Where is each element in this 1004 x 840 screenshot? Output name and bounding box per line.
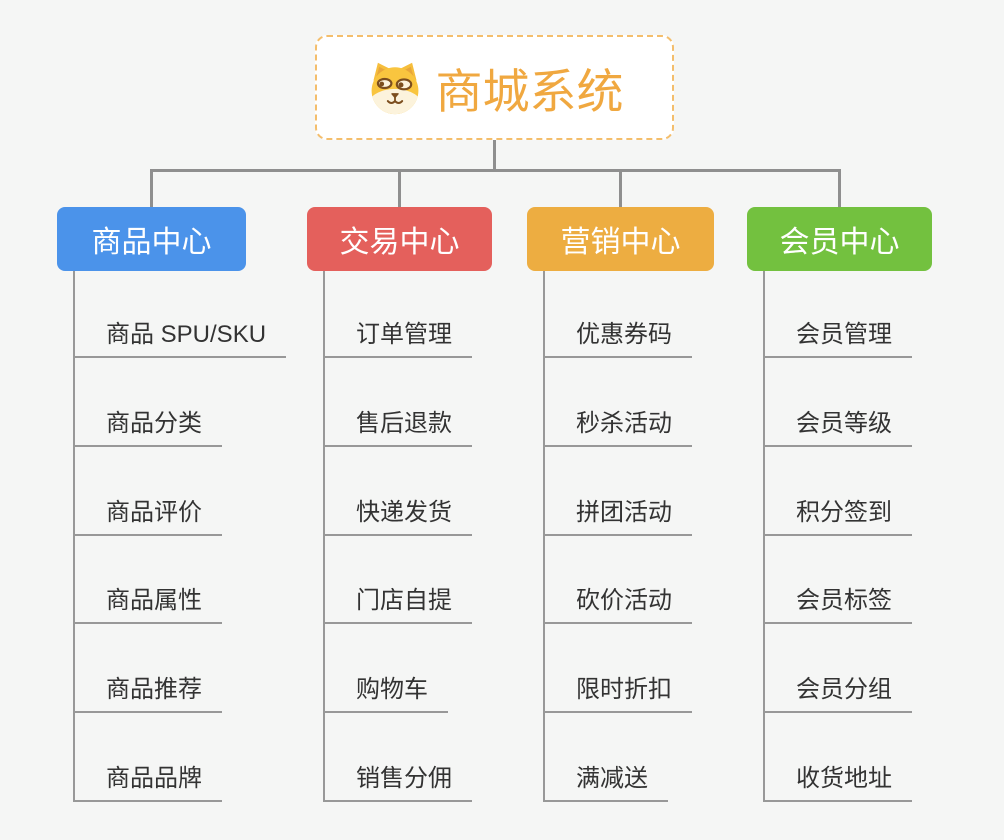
branch-node-trade-center[interactable]: 交易中心 [307,207,492,271]
leaf-node[interactable]: 会员管理 [763,320,912,358]
connector-vertical-member-center [763,271,765,802]
leaf-node[interactable]: 满减送 [543,764,668,802]
leaf-node[interactable]: 秒杀活动 [543,409,692,447]
connector-stub-marketing-center [619,169,622,207]
leaf-node[interactable]: 商品评价 [73,498,222,536]
leaf-node[interactable]: 拼团活动 [543,498,692,536]
branch-node-member-center[interactable]: 会员中心 [747,207,932,271]
leaf-node[interactable]: 商品 SPU/SKU [73,320,287,358]
leaf-node[interactable]: 限时折扣 [543,675,692,713]
leaf-node[interactable]: 商品分类 [73,409,222,447]
root-node-mall-system[interactable]: 商城系统 [315,35,674,140]
shiba-dog-icon [366,61,424,115]
leaf-node[interactable]: 会员标签 [763,586,912,624]
leaf-node[interactable]: 快递发货 [323,498,472,536]
connector-stub-trade-center [398,169,401,207]
leaf-node[interactable]: 商品品牌 [73,764,222,802]
leaf-node[interactable]: 会员等级 [763,409,912,447]
connector-vertical-product-center [73,271,75,802]
leaf-node[interactable]: 积分签到 [763,498,912,536]
leaf-node[interactable]: 会员分组 [763,675,912,713]
connector-vertical-marketing-center [543,271,545,802]
root-node-title: 商城系统 [435,65,624,118]
leaf-node[interactable]: 商品属性 [73,586,222,624]
leaf-node[interactable]: 收货地址 [763,764,912,802]
leaf-node[interactable]: 订单管理 [323,320,472,358]
connector-horizontal [150,169,841,172]
connector-stub-member-center [838,169,841,207]
branch-node-marketing-center[interactable]: 营销中心 [527,207,714,271]
leaf-node[interactable]: 销售分佣 [323,764,472,802]
leaf-node[interactable]: 门店自提 [323,586,472,624]
leaf-node[interactable]: 售后退款 [323,409,472,447]
leaf-node[interactable]: 商品推荐 [73,675,222,713]
leaf-node[interactable]: 优惠券码 [543,320,692,358]
connector-stub-product-center [150,169,153,207]
leaf-node[interactable]: 购物车 [323,675,448,713]
leaf-node[interactable]: 砍价活动 [543,586,692,624]
branch-node-product-center[interactable]: 商品中心 [57,207,246,271]
connector-root-stub [493,140,496,172]
connector-vertical-trade-center [323,271,325,802]
